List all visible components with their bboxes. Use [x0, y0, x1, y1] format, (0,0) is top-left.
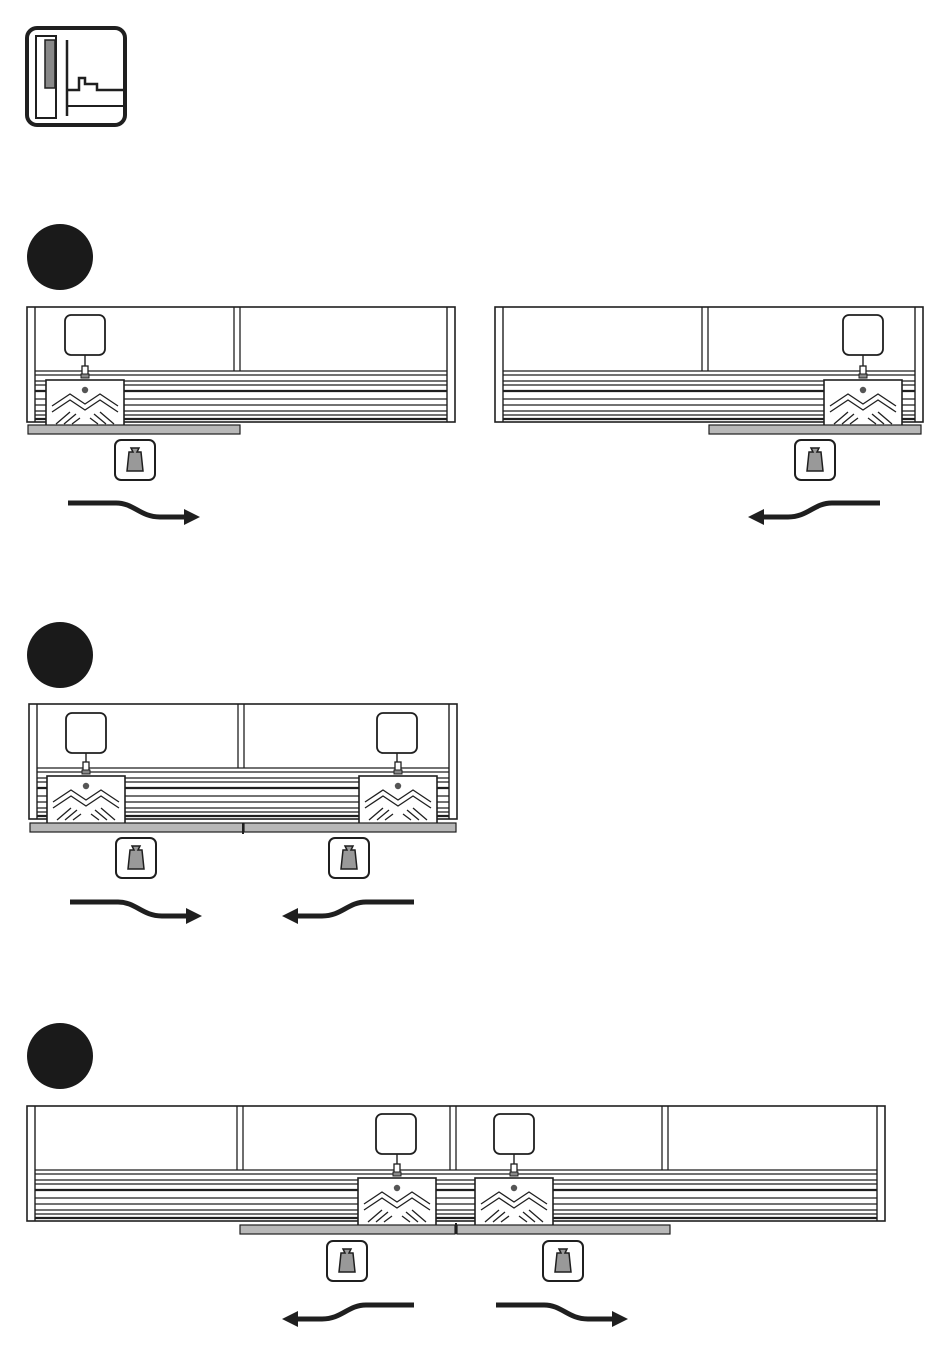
- door-hanger-icon: [358, 1178, 436, 1226]
- weight-icon: [116, 838, 156, 878]
- wavy-arrow-right-icon: [70, 902, 202, 924]
- blank-label-box-icon: [66, 713, 106, 753]
- door-hanger-bolt-icon: [393, 1164, 401, 1176]
- door-panel-bottom: [457, 1225, 670, 1234]
- door-hanger-icon: [359, 776, 437, 824]
- door-panel-bottom: [709, 425, 921, 434]
- blank-label-box-icon: [377, 713, 417, 753]
- door-panel-bottom: [28, 425, 240, 434]
- blank-label-box-icon: [843, 315, 883, 355]
- wavy-arrow-left-icon: [282, 1305, 414, 1327]
- blank-label-box-icon: [65, 315, 105, 355]
- door-panel-bottom: [244, 823, 456, 832]
- sliding-door-profile-icon: [27, 28, 125, 125]
- wavy-arrow-left-icon: [282, 902, 414, 924]
- door-hanger-icon: [46, 380, 124, 428]
- weight-icon: [543, 1241, 583, 1281]
- door-hanger-bolt-icon: [510, 1164, 518, 1176]
- wavy-arrow-right-icon: [68, 503, 200, 525]
- door-hanger-icon: [475, 1178, 553, 1226]
- weight-icon: [795, 440, 835, 480]
- door-hanger-bolt-icon: [394, 762, 402, 774]
- weight-icon: [327, 1241, 367, 1281]
- step-3-marker: [27, 1023, 93, 1089]
- step-1-marker: [27, 224, 93, 290]
- door-hanger-bolt-icon: [859, 366, 867, 378]
- door-hanger-icon: [824, 380, 902, 428]
- step-2-marker: [27, 622, 93, 688]
- door-hanger-bolt-icon: [81, 366, 89, 378]
- door-hanger-bolt-icon: [82, 762, 90, 774]
- door-panel-bottom: [30, 823, 243, 832]
- wavy-arrow-left-icon: [748, 503, 880, 525]
- wavy-arrow-right-icon: [496, 1305, 628, 1327]
- door-panel-bottom: [240, 1225, 455, 1234]
- blank-label-box-icon: [494, 1114, 534, 1154]
- weight-icon: [115, 440, 155, 480]
- door-hanger-icon: [47, 776, 125, 824]
- blank-label-box-icon: [376, 1114, 416, 1154]
- weight-icon: [329, 838, 369, 878]
- step-3-frame: [27, 1106, 885, 1221]
